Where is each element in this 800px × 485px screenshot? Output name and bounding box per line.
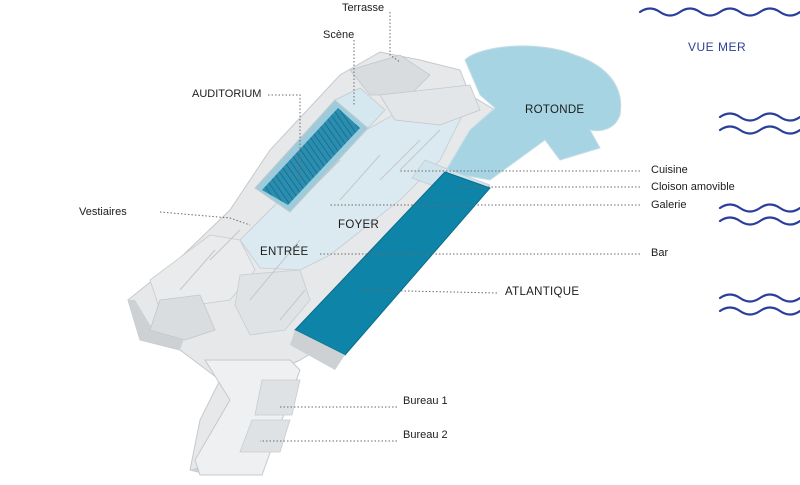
- bureau-1-label: Bureau 1: [403, 395, 448, 407]
- rotonde-room: [444, 45, 622, 181]
- cuisine-label: Cuisine: [651, 164, 688, 176]
- vestiaires-label: Vestiaires: [79, 206, 127, 218]
- rotonde-label: ROTONDE: [525, 104, 585, 116]
- leader-lines: [159, 12, 640, 442]
- vue-mer-label: VUE MER: [688, 40, 747, 54]
- sea-waves: [638, 7, 800, 316]
- cloison-amovible-label: Cloison amovible: [651, 181, 735, 193]
- atlantique-room: [290, 171, 491, 370]
- foyer-label: FOYER: [338, 219, 380, 231]
- auditorium-label: AUDITORIUM: [192, 88, 262, 100]
- building-walls: [127, 51, 496, 476]
- scene-label: Scène: [323, 29, 355, 41]
- galerie-label: Galerie: [651, 199, 687, 211]
- auditorium-room: [254, 87, 386, 213]
- atlantique-label: ATLANTIQUE: [505, 286, 580, 298]
- entree-label: ENTRÉE: [260, 246, 309, 258]
- bar-label: Bar: [651, 247, 669, 259]
- terrasse-label: Terrasse: [342, 2, 385, 14]
- bureau-2-label: Bureau 2: [403, 429, 448, 441]
